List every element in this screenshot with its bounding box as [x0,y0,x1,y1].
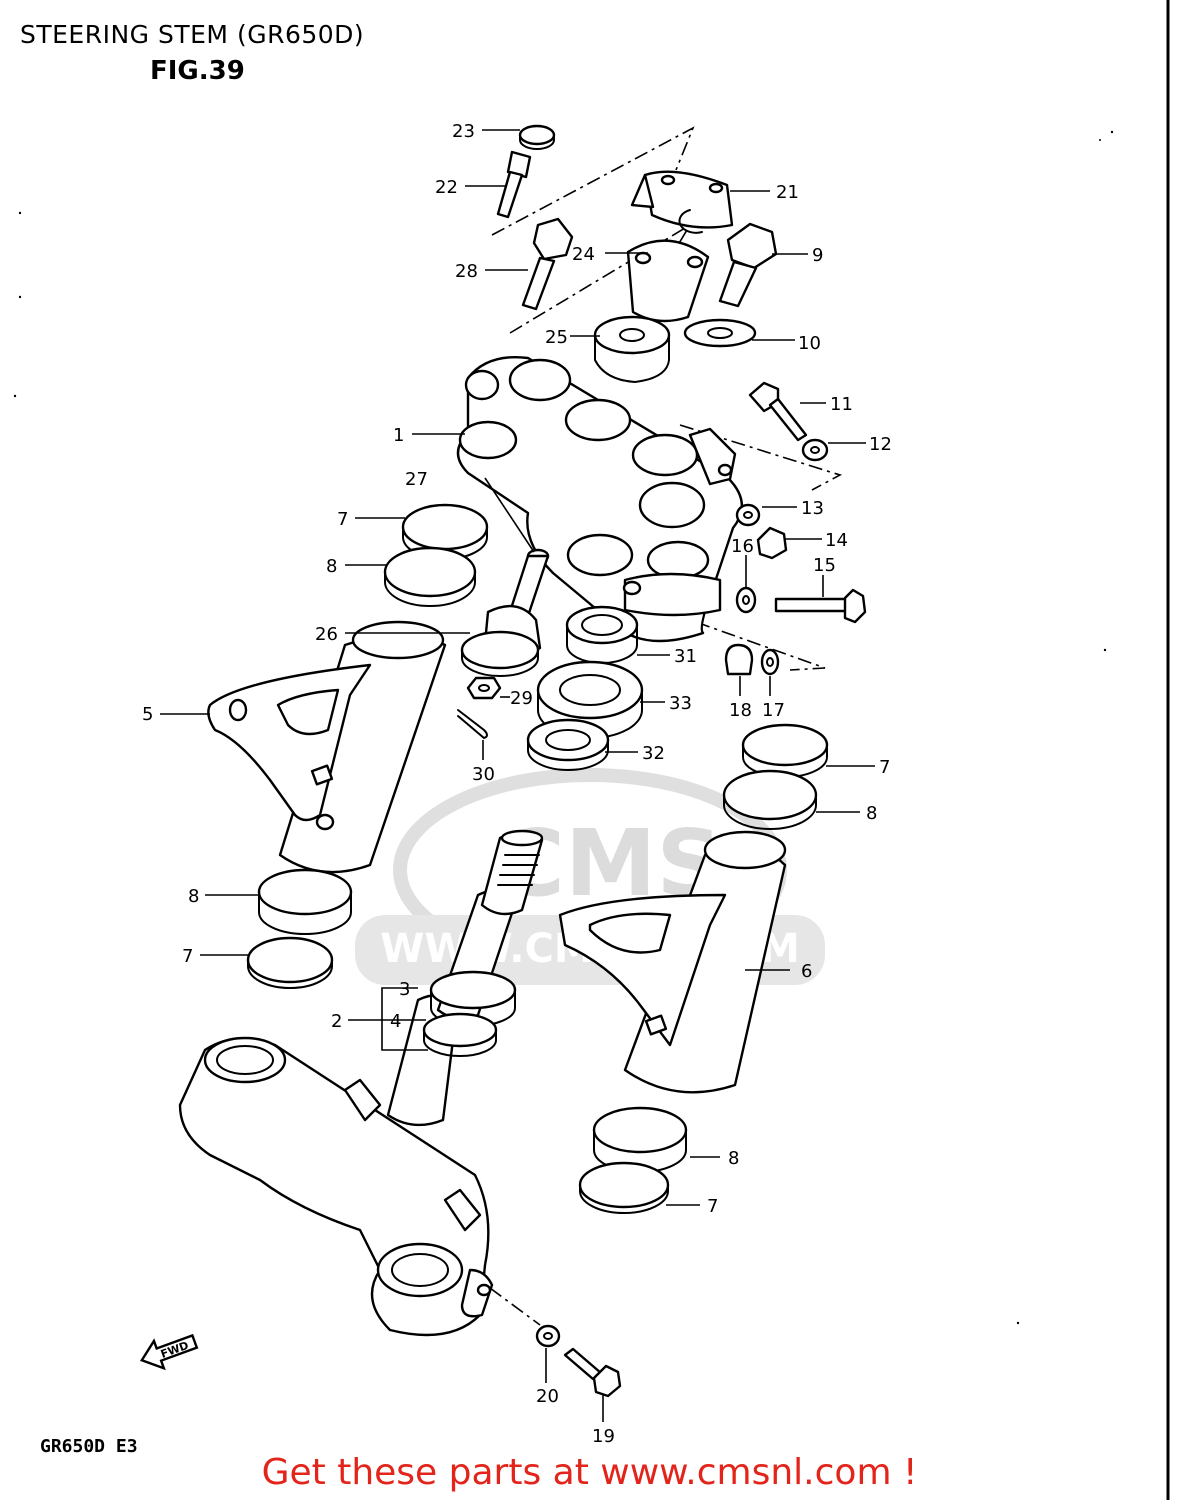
callout-7-a: 7 [337,509,348,530]
part-30-cotter-pin [457,709,488,740]
part-14-nut [756,526,788,560]
part-4-seal [422,1012,498,1057]
callout-14: 14 [825,530,848,551]
part-15-bolt [774,588,867,624]
part-17-washer [760,648,780,676]
part-16-washer [735,586,757,614]
part-5-headlight-bracket-left [207,620,447,874]
callout-12: 12 [869,434,892,455]
part-18-nut [724,643,754,676]
fwd-arrow-icon: FWD [140,1333,199,1371]
part-13-washer [735,503,761,527]
callout-23: 23 [452,121,475,142]
callout-9: 9 [812,245,823,266]
part-2-steering-stem [178,829,544,1337]
part-11-bolt [748,381,808,442]
callout-7-d: 7 [707,1196,718,1217]
part-8-ring-lower-right [592,1106,688,1173]
callout-6: 6 [801,961,812,982]
callout-26: 26 [315,624,338,645]
part-7-ring-middle-right [741,723,829,778]
part-28-bolt [521,217,574,311]
footer-cta-link[interactable]: Get these parts at www.cmsnl.com ! [261,1452,918,1493]
callout-29: 29 [510,688,533,709]
callout-5: 5 [142,704,153,725]
model-code: GR650D E3 [40,1436,138,1457]
callout-27: 27 [405,469,428,490]
part-23-cap [518,124,556,150]
callout-15: 15 [813,555,836,576]
part-25-bushing [593,315,671,384]
part-8-ring-lower-left [257,868,353,935]
callout-16: 16 [731,536,754,557]
part-10-washer [683,318,757,348]
callout-7-c: 7 [182,946,193,967]
callout-7-b: 7 [879,757,890,778]
scan-specks [13,130,1114,1325]
fwd-label: FWD [159,1339,190,1361]
callout-25: 25 [545,327,568,348]
callout-8-c: 8 [188,886,199,907]
callout-21: 21 [776,182,799,203]
callout-18: 18 [729,700,752,721]
callout-31: 31 [674,646,697,667]
figure-number: FIG.39 [150,56,245,86]
part-22-bolt [496,150,532,219]
callout-19: 19 [592,1426,615,1447]
callout-4: 4 [390,1011,401,1032]
part-6-headlight-bracket-right [558,830,787,1094]
part-19-bolt [563,1347,622,1398]
callout-28: 28 [455,261,478,282]
callout-20: 20 [536,1386,559,1407]
part-8-ring-upper-left [383,546,477,607]
part-7-ring-lower-left [246,936,334,989]
callout-3: 3 [399,979,410,1000]
callout-1: 1 [393,425,404,446]
callout-24: 24 [572,244,595,265]
part-9-bolt [718,222,778,308]
page-title: STEERING STEM (GR650D) [20,20,365,49]
callout-17: 17 [762,700,785,721]
callout-8-b: 8 [866,803,877,824]
callout-22: 22 [435,177,458,198]
callout-30: 30 [472,764,495,785]
callout-10: 10 [798,333,821,354]
part-21-clamp-upper [630,170,734,234]
part-7-ring-lower-right [578,1161,670,1214]
callout-13: 13 [801,498,824,519]
part-26-bearing [460,604,542,677]
callout-33: 33 [669,693,692,714]
callout-labels: 23 22 21 24 28 9 25 10 11 12 1 27 13 14 … [142,121,892,1447]
callout-8-d: 8 [728,1148,739,1169]
callout-11: 11 [830,394,853,415]
part-31-steering-nut [565,605,639,664]
part-20-washer [535,1324,561,1348]
part-32-race [526,718,610,771]
leader-lines [160,129,875,1422]
part-8-ring-middle-right [722,769,818,830]
part-29-nut [466,676,502,700]
callout-2: 2 [331,1011,342,1032]
callout-32: 32 [642,743,665,764]
part-1-upper-bracket [456,356,743,643]
part-12-washer [801,438,829,462]
callout-8-a: 8 [326,556,337,577]
